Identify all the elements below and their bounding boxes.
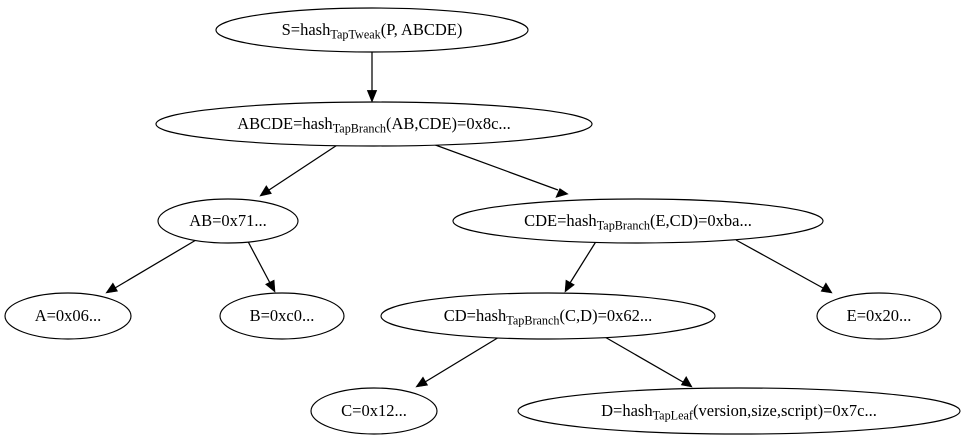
node-label: D=hashTapLeaf(version,size,script)=0x7c.… [601,401,877,423]
node-ellipse [215,7,529,53]
node-ellipse [380,292,716,340]
edge-AB-to-B [247,241,276,293]
arrowhead-icon [820,282,833,294]
edge-CD-to-D [603,335,693,388]
node-ellipse [155,101,593,147]
edge-ABCDE-to-CDE [433,143,569,198]
edge-CD-to-C [415,335,501,388]
graph-node-c[interactable]: C=0x12... [310,387,438,435]
nodes-layer: S=hashTapTweak(P, ABCDE) ABCDE=hashTapBra… [4,7,961,435]
edges-layer [105,52,833,388]
node-label: CDE=hashTapBranch(E,CD)=0xba... [524,211,752,233]
edge-CDE-to-E [735,239,833,294]
edge-line [735,239,824,289]
node-ellipse [517,387,961,435]
graph-node-d[interactable]: D=hashTapLeaf(version,size,script)=0x7c.… [517,387,961,435]
graph-node-ab[interactable]: AB=0x71... [157,198,299,244]
edge-line [268,143,339,191]
arrowhead-icon [680,375,693,388]
edge-line [433,143,559,191]
edge-AB-to-A [105,239,197,294]
node-ellipse [219,292,345,340]
graph-node-b[interactable]: B=0xc0... [219,292,345,340]
graph-node-e[interactable]: E=0x20... [816,292,942,340]
arrowhead-icon [265,279,276,293]
arrowhead-icon [366,90,378,103]
edge-line [247,241,271,284]
node-label: ABCDE=hashTapBranch(AB,CDE)=0x8c... [237,114,511,136]
edge-ABCDE-to-AB [259,143,339,197]
node-ellipse [157,198,299,244]
edge-CDE-to-CD [564,241,597,293]
node-label: AB=0x71... [189,211,267,230]
node-ellipse [310,387,438,435]
graph-node-cde[interactable]: CDE=hashTapBranch(E,CD)=0xba... [452,198,824,244]
node-label: E=0x20... [847,306,912,325]
graph-node-s[interactable]: S=hashTapTweak(P, ABCDE) [215,7,529,53]
edge-line [114,239,197,289]
node-ellipse [452,198,824,244]
node-label: B=0xc0... [250,306,315,325]
graph-node-abcde[interactable]: ABCDE=hashTapBranch(AB,CDE)=0x8c... [155,101,593,147]
arrowhead-icon [415,376,429,388]
node-ellipse [4,292,132,340]
node-label: CD=hashTapBranch(C,D)=0x62... [444,306,653,328]
edge-line [603,335,684,383]
arrowhead-icon [555,188,569,198]
node-label: A=0x06... [35,306,102,325]
edge-line [424,335,501,383]
node-ellipse [816,292,942,340]
arrowhead-icon [105,282,118,294]
node-label: S=hashTapTweak(P, ABCDE) [282,20,463,42]
edge-line [569,241,597,284]
arrowhead-icon [259,185,272,197]
graph-node-cd[interactable]: CD=hashTapBranch(C,D)=0x62... [380,292,716,340]
graph-node-a[interactable]: A=0x06... [4,292,132,340]
node-label: C=0x12... [341,401,407,420]
arrowhead-icon [564,279,575,293]
edge-S-to-ABCDE [366,52,378,103]
